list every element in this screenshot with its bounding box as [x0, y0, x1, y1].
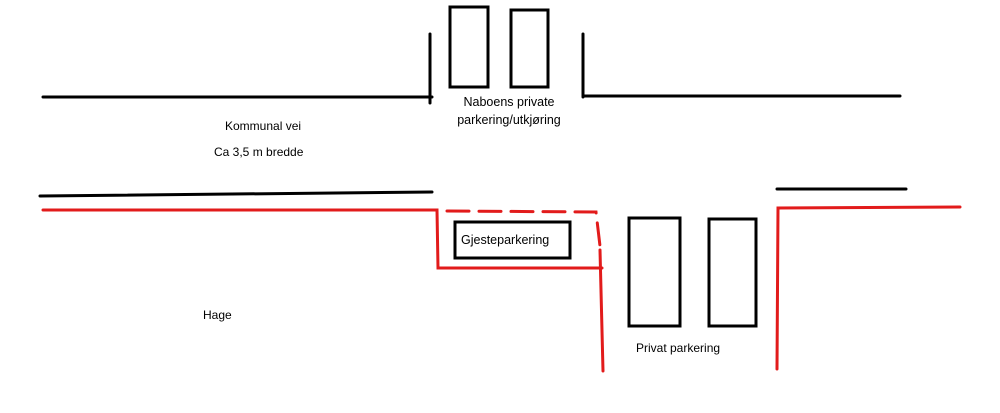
garden-label: Hage	[203, 308, 232, 322]
private-parking-label: Privat parkering	[636, 341, 721, 355]
neighbor-parking-label-line1: Naboens private	[463, 95, 555, 109]
road-width-label: Ca 3,5 m bredde	[214, 145, 304, 159]
neighbor-parked-cars	[448, 5, 550, 89]
neighbor-car-1	[448, 5, 490, 89]
guest-parking-dashed-boundary	[445, 209, 602, 248]
property-boundary	[41, 205, 962, 373]
boundary-private-left	[598, 248, 605, 373]
boundary-left	[41, 208, 604, 270]
neighbor-parking-label: Naboens private parkering/utkjøring	[456, 93, 562, 129]
private-parked-cars	[627, 216, 758, 328]
road-bottom-edge-left	[38, 190, 434, 198]
neighbor-car-2	[509, 8, 550, 89]
guest-parking-box	[453, 220, 572, 260]
neighbor-parking-label-line2: parkering/utkjøring	[457, 113, 561, 127]
guest-parking-label: Gjesteparkering	[461, 233, 550, 247]
road-lines	[38, 32, 908, 198]
private-car-2	[707, 217, 758, 328]
road-name-label: Kommunal vei	[225, 119, 302, 133]
private-car-1	[627, 216, 682, 328]
boundary-private-right	[775, 205, 962, 371]
